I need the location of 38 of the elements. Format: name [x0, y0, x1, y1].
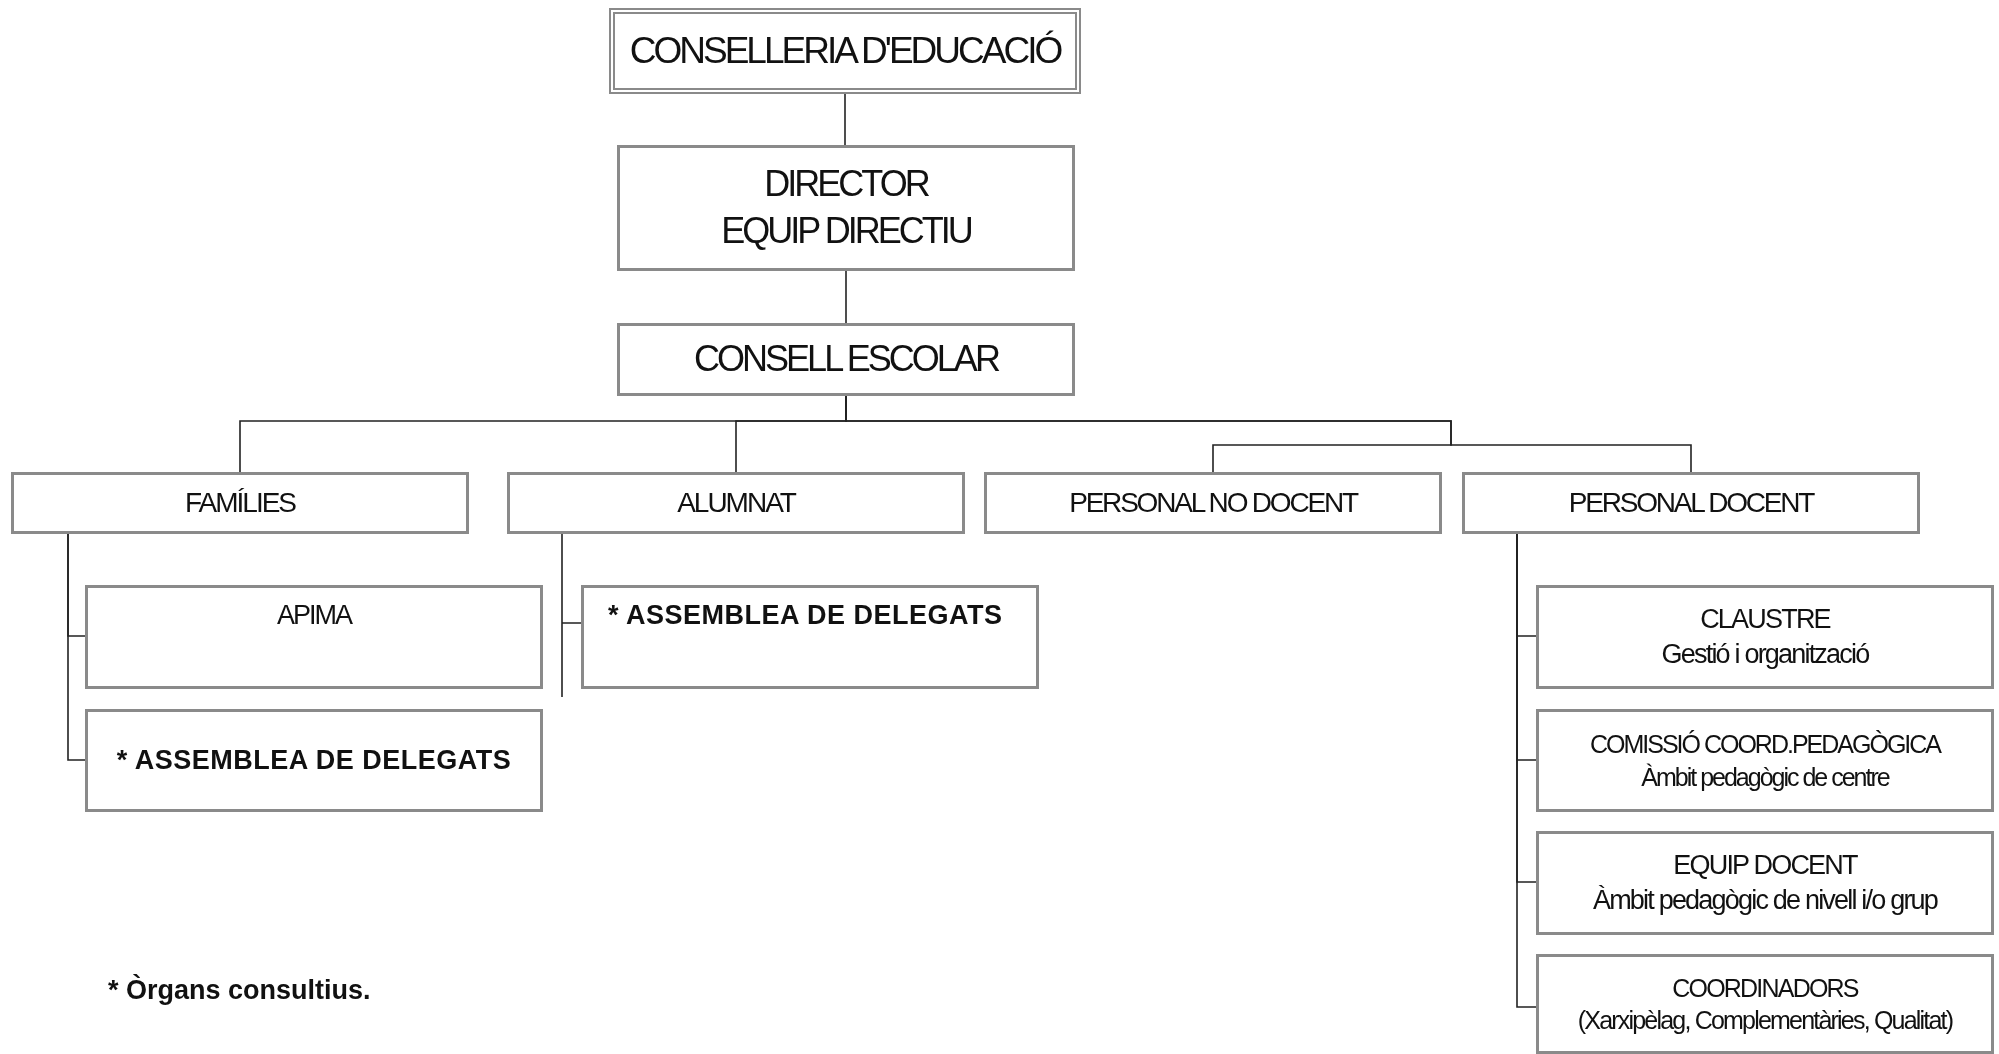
org-box — [1536, 585, 1994, 689]
org-box — [1536, 954, 1994, 1054]
box-title: FAMÍLIES — [184, 485, 295, 520]
box-title: DIRECTOR — [764, 162, 928, 207]
box-title: EQUIP DOCENT — [1673, 848, 1857, 882]
box-title: PERSONAL DOCENT — [1568, 485, 1814, 520]
org-box — [1536, 831, 1994, 935]
box-title: * ASSEMBLEA DE DELEGATS — [608, 599, 1003, 632]
box-subtitle: Gestió i organització — [1661, 638, 1869, 671]
box-title: CONSELLERIA D'EDUCACIÓ — [629, 28, 1061, 73]
org-box — [1462, 472, 1920, 534]
org-box — [507, 472, 965, 534]
org-box — [1536, 709, 1994, 812]
box-title: ALUMNAT — [677, 485, 795, 520]
box-subtitle: Àmbit pedagògic de centre — [1641, 761, 1889, 793]
org-box — [85, 709, 543, 812]
box-title: CLAUSTRE — [1700, 602, 1830, 636]
org-box — [984, 472, 1442, 534]
box-title: * ASSEMBLEA DE DELEGATS — [116, 743, 512, 777]
org-box — [617, 323, 1075, 396]
org-box — [617, 145, 1075, 271]
org-box — [609, 8, 1081, 94]
box-title: APIMA — [277, 599, 351, 632]
footnote: * Òrgans consultius. — [108, 975, 371, 1006]
connector-line — [561, 533, 582, 698]
connector-line — [844, 93, 846, 146]
box-title: COMISSIÓ COORD.PEDAGÒGICA — [1589, 729, 1941, 760]
box-title: CONSELL ESCOLAR — [694, 337, 998, 382]
box-subtitle: (Xarxipèlag, Complementàries, Qualitat) — [1577, 1005, 1953, 1036]
box-subtitle: Àmbit pedagògic de nivell i/o grup — [1592, 884, 1938, 917]
org-box — [11, 472, 469, 534]
connector-line — [845, 270, 847, 324]
box-subtitle: EQUIP DIRECTIU — [721, 209, 971, 253]
box-title: COORDINADORS — [1672, 972, 1858, 1004]
org-box — [85, 585, 543, 689]
org-box — [581, 585, 1039, 689]
connector-line — [67, 533, 86, 761]
box-title: PERSONAL NO DOCENT — [1069, 485, 1357, 520]
